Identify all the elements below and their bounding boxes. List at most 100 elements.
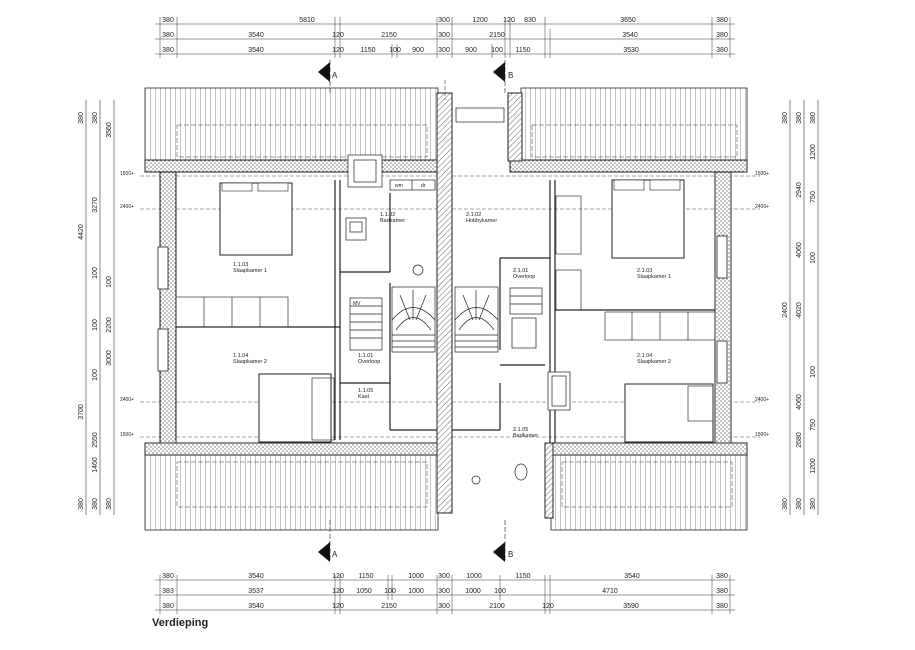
level-mark-left-2400-top: 2400+ [120, 204, 134, 210]
dim-top-2-4: 2150 [381, 32, 397, 39]
dim-right-b1: 380 [796, 112, 803, 124]
dimension-text-left: 380 380 3560 4420 3270 100 100 100 2200 … [78, 112, 113, 510]
section-a-bottom-label: A [332, 550, 338, 559]
level-mark-left-2400-bot: 2400+ [120, 397, 134, 403]
dim-left-b4: 100 [92, 319, 99, 331]
dim-left-a4: 380 [78, 498, 85, 510]
room-code-bed1-right: 2.1.03 [637, 268, 652, 274]
dim-top-3-7: 300 [438, 47, 450, 54]
dim-right-c6: 750 [810, 419, 817, 431]
dim-top-1-8: 380 [716, 17, 728, 24]
dim-bot-1-5: 1000 [408, 573, 424, 580]
dim-top-3-1: 380 [162, 47, 174, 54]
dim-left-b5: 100 [92, 369, 99, 381]
dim-top-3-9: 100 [491, 47, 503, 54]
drain-right [471, 475, 481, 485]
dim-bot-1-10: 380 [716, 573, 728, 580]
dim-bot-3-4: 2150 [381, 603, 397, 610]
dim-bot-3-2: 3540 [248, 603, 264, 610]
dim-left-a1: 380 [78, 112, 85, 124]
dim-bot-1-9: 3540 [624, 573, 640, 580]
dim-bot-2-1: 383 [162, 588, 174, 595]
dim-bot-2-4: 1050 [356, 588, 372, 595]
room-code-bed2-left: 1.1.04 [233, 353, 248, 359]
dim-left-b3: 100 [92, 267, 99, 279]
dim-bot-3-3: 120 [332, 603, 344, 610]
dim-right-c8: 380 [810, 498, 817, 510]
stair-right [454, 286, 499, 353]
beds [219, 179, 714, 443]
room-name-bed2-left: Slaapkamer 2 [233, 359, 267, 365]
dim-left-c3: 2200 [106, 317, 113, 333]
dim-top-2-5: 300 [438, 32, 450, 39]
dim-top-2-6: 2150 [489, 32, 505, 39]
dim-bot-1-1: 380 [162, 573, 174, 580]
fixture-wm-label: wm [395, 183, 403, 189]
dim-bot-3-7: 120 [542, 603, 554, 610]
dim-left-c1: 3560 [106, 122, 113, 138]
dim-bot-3-9: 380 [716, 603, 728, 610]
roof-panel-top-right [520, 87, 748, 162]
roof-panels [144, 87, 748, 531]
dimension-text-top: 380 5810 300 1200 120 830 3650 380 380 3… [162, 17, 728, 54]
fixture-labels: wm dr MV [353, 183, 426, 307]
dim-top-2-8: 380 [716, 32, 728, 39]
dim-bot-1-6: 300 [438, 573, 450, 580]
toilet-right [514, 463, 528, 481]
room-name-bath-left: Badkamer [380, 218, 405, 224]
dim-bot-2-10: 4710 [602, 588, 618, 595]
dim-top-2-7: 3540 [622, 32, 638, 39]
dim-left-b2: 3270 [92, 197, 99, 213]
room-name-bath-right: Badkamer [513, 433, 538, 439]
wardrobes [175, 195, 716, 441]
dim-right-b3: 4060 [796, 242, 803, 258]
toilet-left [412, 264, 424, 276]
room-code-overloop-left: 1.1.01 [358, 353, 373, 359]
room-code-overloop-right: 2.1.01 [513, 268, 528, 274]
section-b-bottom-arrow-icon [493, 542, 505, 562]
dim-right-c4: 100 [810, 252, 817, 264]
dim-top-3-11: 3530 [623, 47, 639, 54]
stair-left [391, 286, 436, 353]
dim-left-c2: 100 [106, 276, 113, 288]
level-mark-right-2400-top: 2400+ [755, 204, 769, 210]
drawing-title: Verdieping [152, 617, 209, 629]
level-mark-right-1500-top: 1500+ [755, 171, 769, 177]
dim-top-3-3: 120 [332, 47, 344, 54]
dim-left-b8: 380 [92, 498, 99, 510]
dim-bot-3-1: 380 [162, 603, 174, 610]
level-mark-right-2400-bot: 2400+ [755, 397, 769, 403]
bed-left-2 [258, 373, 332, 443]
dim-top-2-2: 3540 [248, 32, 264, 39]
dim-right-b7: 380 [796, 498, 803, 510]
room-name-kast-left: Kast [358, 394, 369, 400]
dim-bot-1-3: 120 [332, 573, 344, 580]
dimension-lines-bottom [155, 575, 735, 614]
dim-bot-2-2: 3537 [248, 588, 264, 595]
dim-top-1-2: 5810 [299, 17, 315, 24]
room-code-bed2-right: 2.1.04 [637, 353, 652, 359]
fixture-dr-label: dr [421, 183, 426, 189]
side-windows [157, 235, 728, 384]
dim-bot-2-7: 300 [438, 588, 450, 595]
dim-right-b6: 2680 [796, 432, 803, 448]
dim-left-c5: 380 [106, 498, 113, 510]
section-markers: A A B B [318, 60, 513, 562]
dim-bot-1-2: 3540 [248, 573, 264, 580]
roof-panel-bottom-left [144, 454, 439, 531]
section-a-top-arrow-icon [318, 62, 330, 82]
dim-bot-2-5: 100 [384, 588, 396, 595]
dim-bot-2-9: 100 [494, 588, 506, 595]
dim-top-1-6: 830 [524, 17, 536, 24]
dim-top-3-10: 1150 [515, 47, 530, 54]
section-b-bottom-label: B [508, 550, 513, 559]
level-mark-left-1500-top: 1500+ [120, 171, 134, 177]
dim-top-1-7: 3650 [620, 17, 636, 24]
dim-right-c7: 1200 [810, 458, 817, 474]
dim-bot-2-11: 380 [716, 588, 728, 595]
dimension-lines-right [789, 100, 819, 515]
dim-top-3-6: 900 [412, 47, 424, 54]
bed-right-2 [624, 383, 714, 443]
dim-left-a2: 4420 [78, 224, 85, 240]
